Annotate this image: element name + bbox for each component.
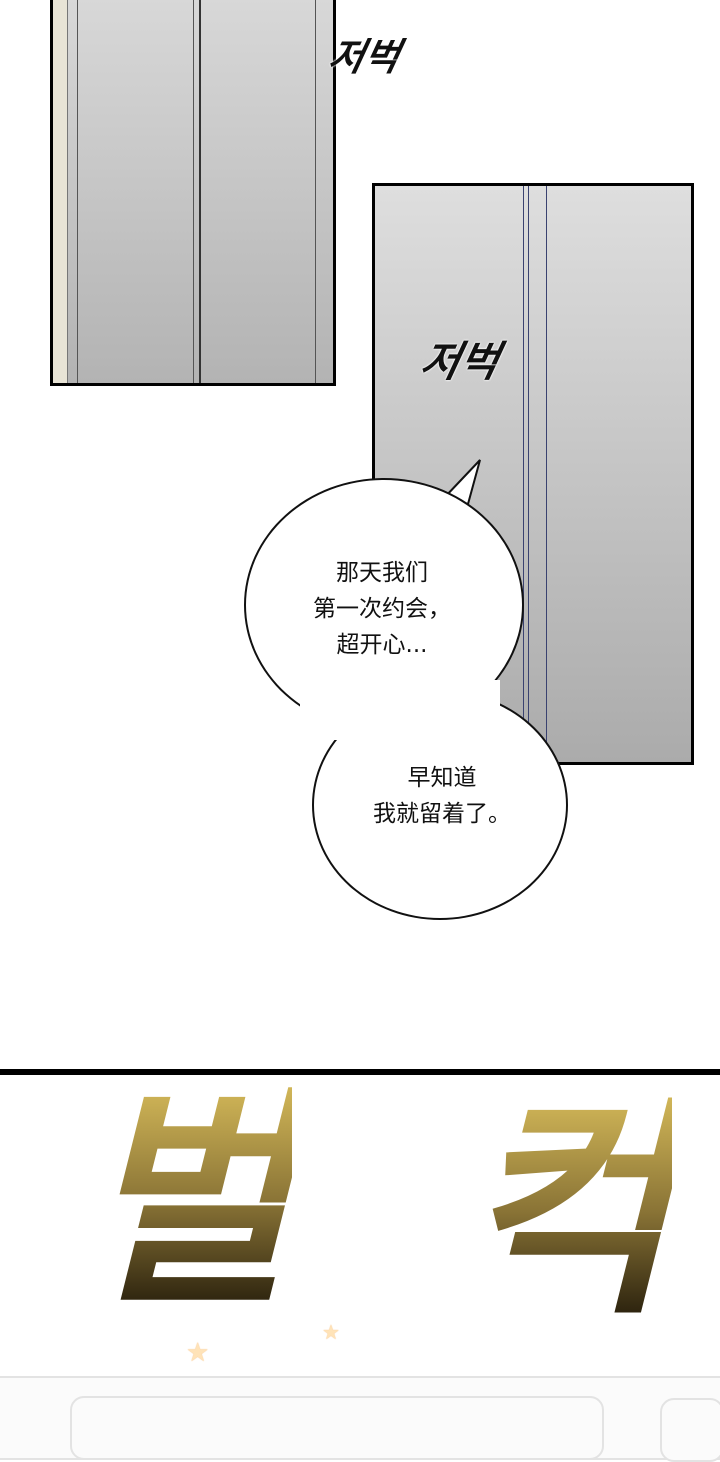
door-seam [523,186,524,762]
panel-divider [0,1069,720,1075]
sofa-arm [660,1398,720,1462]
comic-panel-bottom: 벌 컥 ★ ★ ★ [0,1066,720,1462]
sfx-footstep-2: 저벅 [416,337,504,386]
door-frame [53,0,68,383]
door-seam [546,186,547,762]
door-seam [528,186,529,762]
door-seam [193,0,194,383]
sofa-cushion [70,1396,604,1460]
comic-panel-top: 저벅 저벅 那天我们 第一次约会， 超开心... 早知道 我就留着了。 [50,0,694,920]
door-left [50,0,336,386]
bubble-join [300,680,500,740]
sfx-burst-2: 컥 [460,1076,672,1346]
door-seam [77,0,78,383]
bubble-line: 超开心... [336,632,428,658]
door-seam [199,0,201,383]
door-seam [315,0,316,383]
bubble-line: 第一次约会， [313,596,451,622]
bubble-line: 我就留着了。 [373,801,511,827]
star-icon: ★ [322,1320,340,1344]
bubble-2-text: 早知道 我就留着了。 [330,760,554,832]
sfx-burst-1: 벌 [80,1066,292,1336]
bubble-line: 那天我们 [336,560,428,586]
bubble-1-text: 那天我们 第一次约会， 超开心... [262,555,502,663]
sfx-footstep-1: 저벅 [324,34,405,79]
bubble-line: 早知道 [407,765,477,791]
star-icon: ★ [186,1338,210,1368]
